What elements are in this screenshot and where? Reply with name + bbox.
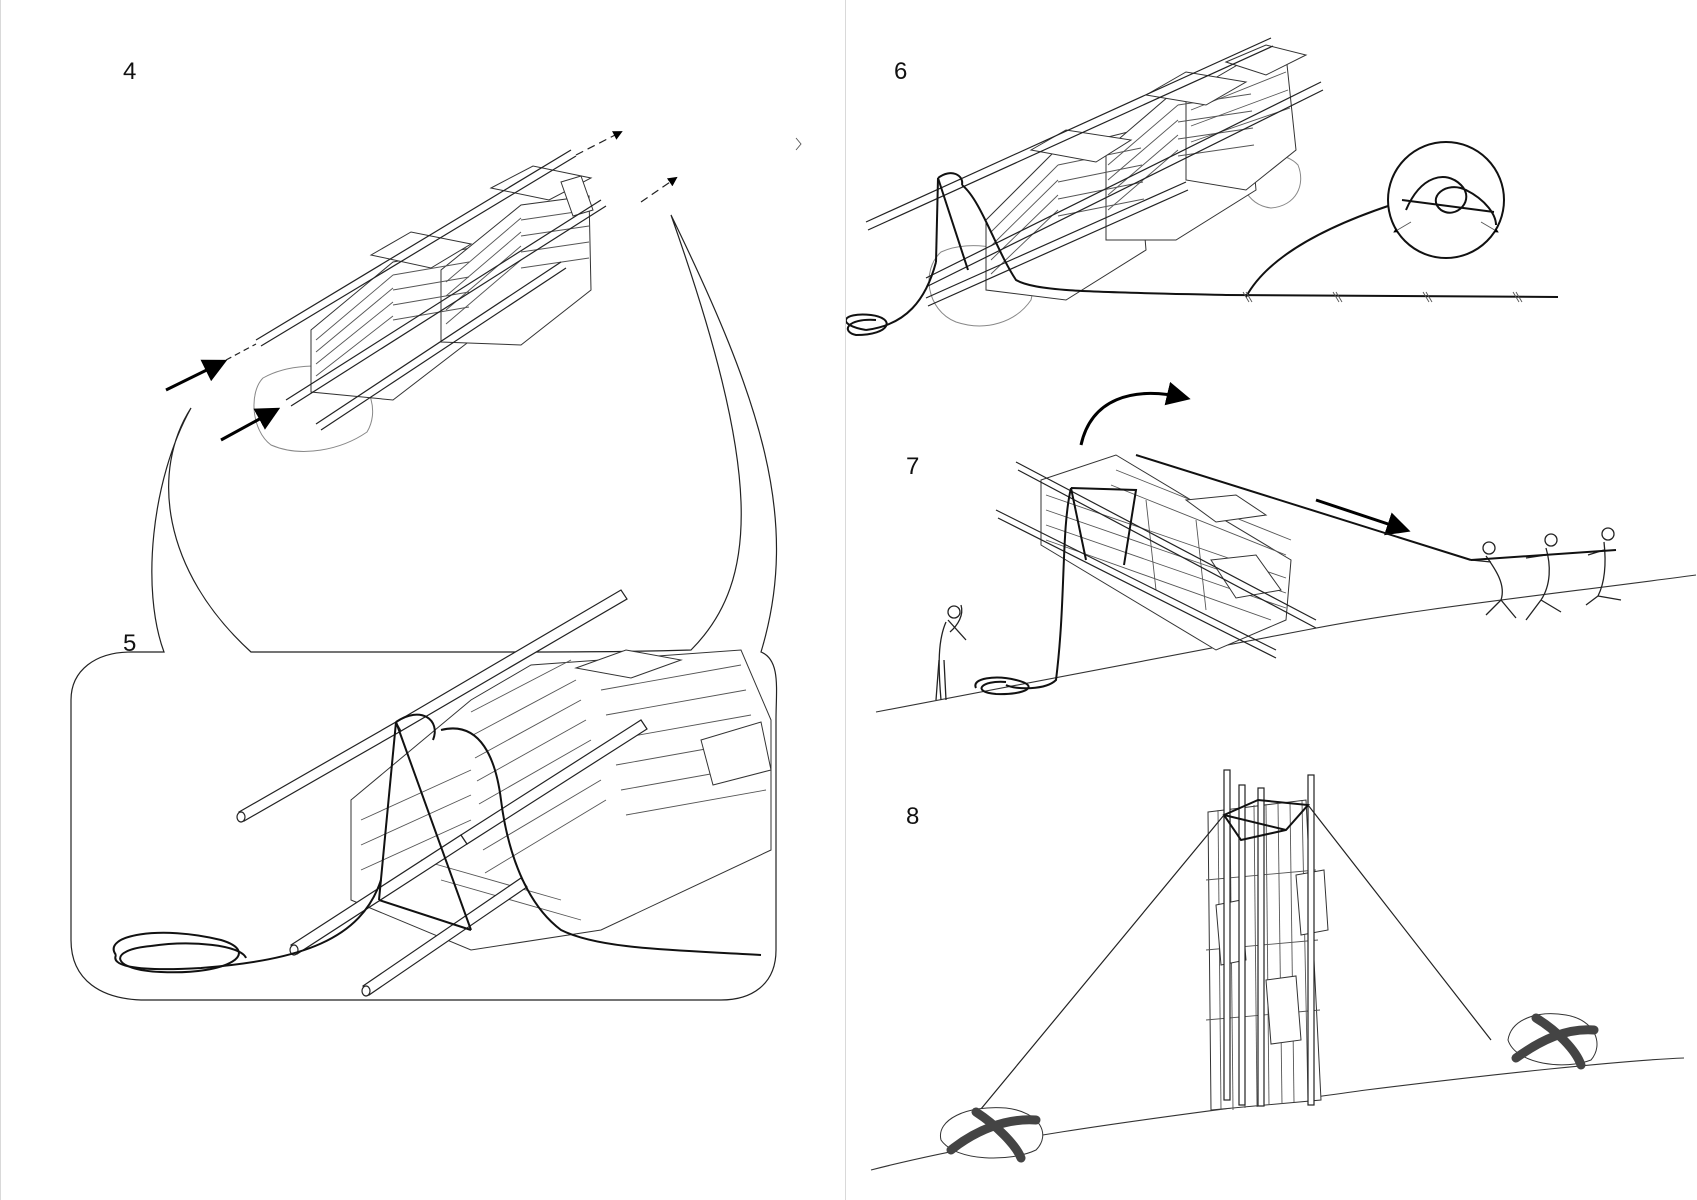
pallet-structure-step7 xyxy=(1040,454,1292,651)
right-sheet: 6 7 8 xyxy=(845,0,1697,1200)
person-pulling-1 xyxy=(1470,541,1517,619)
anchor-rock-left xyxy=(940,1107,1044,1163)
step-number-6: 6 xyxy=(894,58,908,85)
poles-step6 xyxy=(865,37,1324,307)
step-number-8: 8 xyxy=(906,803,920,830)
detail-callout-frame xyxy=(70,214,778,1001)
rope-rigging-step6 xyxy=(846,172,1559,337)
poles-step5 xyxy=(236,589,648,997)
right-illustration xyxy=(846,37,1697,1171)
ground-step7 xyxy=(875,574,1697,713)
step-number-7: 7 xyxy=(906,453,920,480)
rope-rigging-step7 xyxy=(974,454,1472,696)
arrow-icon xyxy=(220,407,281,442)
arrow-icon xyxy=(165,359,228,392)
pallet-structure-step6 xyxy=(985,44,1308,301)
left-illustration xyxy=(70,131,802,1001)
left-sheet: 4 5 xyxy=(0,0,844,1200)
pull-direction-arrow-icon xyxy=(1315,498,1411,536)
arrow-icon xyxy=(225,343,257,361)
knot-detail-icon xyxy=(1387,141,1505,259)
person-pulling-3 xyxy=(1585,527,1622,606)
arrow-icon xyxy=(575,131,623,156)
rope-rigging-step8 xyxy=(975,798,1492,1116)
anchor-rock-right xyxy=(1507,1013,1599,1070)
pallet-structure-step4 xyxy=(310,165,594,401)
person-pulling-2 xyxy=(1525,533,1562,621)
arrow-icon xyxy=(640,176,678,203)
rotation-arrow-icon xyxy=(1079,381,1191,446)
poles-step7 xyxy=(995,461,1317,659)
chevron-icon xyxy=(795,137,802,151)
person-signaling xyxy=(935,604,967,701)
pallet-structure-step5 xyxy=(350,649,772,951)
poles-step8 xyxy=(1223,769,1315,1107)
rope-rigging-step5 xyxy=(112,713,762,974)
step-number-4: 4 xyxy=(123,58,137,85)
poles-step4 xyxy=(255,149,607,431)
step-number-5: 5 xyxy=(123,630,137,657)
rope-pull-line xyxy=(1470,549,1617,561)
